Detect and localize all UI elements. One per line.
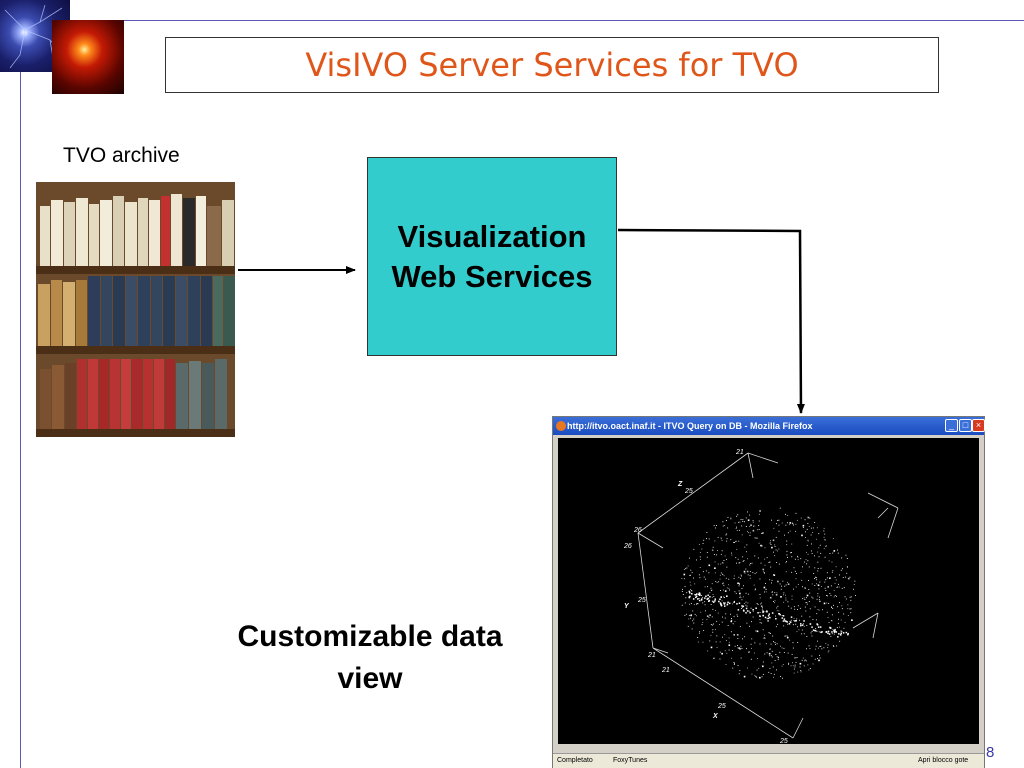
slide-title-box: VisIVO Server Services for TVO xyxy=(165,37,939,93)
axis-tick: 25 xyxy=(717,703,726,710)
maximize-icon[interactable]: □ xyxy=(959,419,972,432)
service-box-line-1: Visualization xyxy=(397,218,587,254)
minimize-icon[interactable]: _ xyxy=(945,419,958,432)
point-cloud-render: Z Y X 21 25 26 26 25 21 21 25 25 xyxy=(623,449,899,744)
left-rule xyxy=(20,0,21,768)
axis-tick: 21 xyxy=(661,667,670,674)
shelf-board xyxy=(36,266,235,274)
cluster-logo-image xyxy=(52,20,124,94)
foxytunes-addon[interactable]: FoxyTunes xyxy=(613,757,648,764)
z-axis-label: Z xyxy=(677,481,683,488)
browser-screenshot: http://itvo.oact.inaf.it - ITVO Query on… xyxy=(552,416,985,768)
browser-title: http://itvo.oact.inaf.it - ITVO Query on… xyxy=(567,421,813,431)
3d-data-viewer[interactable]: Z Y X 21 25 26 26 25 21 21 25 25 xyxy=(558,438,979,744)
axis-tick: 25 xyxy=(684,488,693,495)
axis-tick: 26 xyxy=(633,527,642,534)
axis-tick: 26 xyxy=(623,543,632,550)
close-icon[interactable]: × xyxy=(972,419,985,432)
axis-tick: 21 xyxy=(735,449,744,456)
y-axis-label: Y xyxy=(624,603,630,610)
firefox-icon xyxy=(556,421,566,431)
top-rule xyxy=(0,20,1024,21)
status-text: Completato xyxy=(557,757,593,764)
slide-title: VisIVO Server Services for TVO xyxy=(305,46,799,84)
bounding-box xyxy=(637,452,899,739)
browser-titlebar: http://itvo.oact.inaf.it - ITVO Query on… xyxy=(553,417,984,435)
popup-blocker-text[interactable]: Apri blocco gote xyxy=(918,757,969,764)
service-to-view-arrow xyxy=(617,228,805,414)
axis-tick: 25 xyxy=(779,738,788,744)
visualization-web-services-box: Visualization Web Services xyxy=(367,157,617,356)
axis-tick: 21 xyxy=(647,652,656,659)
service-box-line-2: Web Services xyxy=(391,258,593,294)
shelf-board xyxy=(36,346,235,354)
archive-label: TVO archive xyxy=(63,144,180,167)
axis-tick: 25 xyxy=(637,597,646,604)
shelf-board xyxy=(36,429,235,437)
axis-labels: Z Y X 21 25 26 26 25 21 21 25 25 xyxy=(623,449,788,744)
slide-number: 8 xyxy=(986,744,995,761)
browser-statusbar: Completato FoxyTunes Apri blocco gote xyxy=(553,753,984,768)
caption-line-1: Customizable data xyxy=(237,620,503,653)
data-view-caption: Customizable data view xyxy=(210,616,530,700)
bookshelf-image xyxy=(36,182,235,437)
caption-line-2: view xyxy=(337,662,403,695)
point-cloud-sphere xyxy=(681,507,856,679)
x-axis-label: X xyxy=(712,713,719,720)
